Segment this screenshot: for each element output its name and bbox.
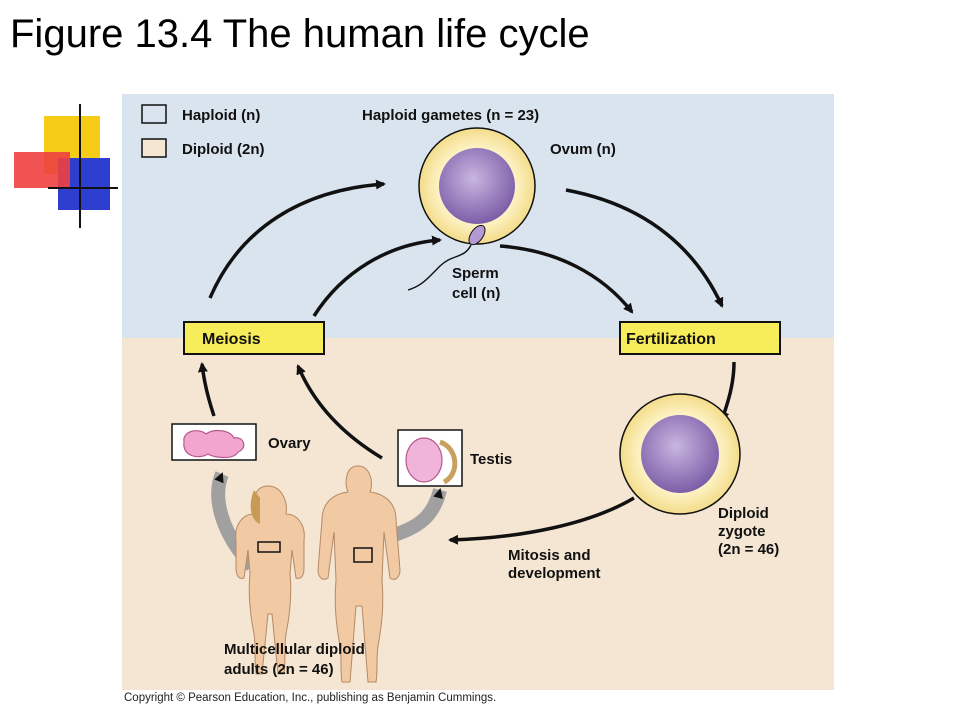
slide-title: Figure 13.4 The human life cycle [10, 12, 590, 56]
ovary-box [171, 423, 257, 461]
red-square [14, 152, 70, 188]
gametes-label: Haploid gametes (n = 23) [362, 107, 539, 124]
diploid-legend-swatch [141, 138, 167, 158]
life-cycle-diagram: Haploid (n) Diploid (2n) Haploid gametes… [122, 94, 834, 690]
arrow-meiosis-to-ovum [208, 179, 386, 299]
adults-label-line2: adults (2n = 46) [224, 661, 334, 678]
fertilization-box [619, 321, 781, 355]
decorative-squares [14, 104, 118, 228]
ovum-cell [418, 127, 536, 245]
arrow-sperm-to-fertilization [499, 244, 634, 314]
meiosis-box [183, 321, 325, 355]
zygote-label-line1: Diploid [718, 505, 769, 522]
meiosis-label: Meiosis [202, 331, 261, 348]
sperm-label-line1: Sperm [452, 265, 499, 282]
ovary-label: Ovary [268, 435, 311, 452]
male-testis-marker [353, 547, 373, 563]
zygote-label-line2: zygote [718, 523, 766, 540]
female-ovary-marker [257, 541, 281, 553]
adults-label-line1: Multicellular diploid [224, 641, 365, 658]
haploid-legend-label: Haploid (n) [182, 107, 260, 124]
arrow-ovum-to-fertilization [565, 188, 724, 308]
zygote-cell [619, 393, 741, 515]
arrow-testis-to-meiosis [296, 364, 383, 460]
female-figure [235, 485, 305, 675]
copyright-notice: Copyright © Pearson Education, Inc., pub… [124, 692, 497, 704]
arrow-zygote-to-adults [448, 496, 635, 545]
fertilization-label: Fertilization [626, 331, 716, 348]
male-figure [317, 465, 401, 683]
mitosis-label-line1: Mitosis and [508, 547, 591, 564]
zygote-label-line3: (2n = 46) [718, 541, 779, 558]
sperm-label-line2: cell (n) [452, 285, 500, 302]
diploid-region [122, 338, 834, 690]
arrow-meiosis-to-sperm [312, 235, 442, 317]
testis-label: Testis [470, 451, 512, 468]
sperm-cell [407, 224, 486, 291]
haploid-legend-swatch [141, 104, 167, 124]
mitosis-label-line2: development [508, 565, 601, 582]
arrow-ovary-to-meiosis [197, 362, 216, 417]
testis-box [397, 429, 463, 487]
diploid-legend-label: Diploid (2n) [182, 141, 265, 158]
ovum-label: Ovum (n) [550, 141, 616, 158]
